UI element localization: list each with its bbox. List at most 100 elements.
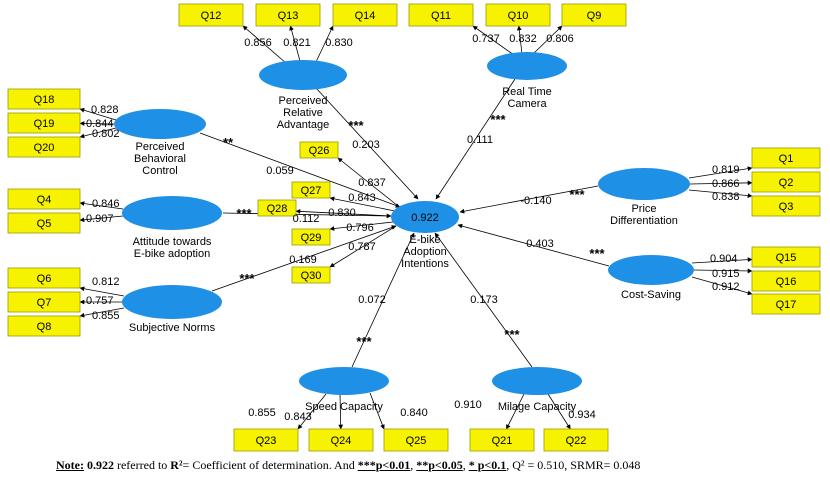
loading-value-q30: 0.787: [348, 241, 376, 253]
loading-value-q23: 0.855: [248, 407, 276, 419]
loading-value-q3: 0.838: [712, 191, 740, 203]
indicator-label-q17: Q17: [776, 299, 797, 311]
path-stars-pra: ***: [348, 118, 364, 133]
indicator-box-q17: [751, 293, 821, 315]
construct-sc: [299, 367, 389, 395]
loading-value-q8: 0.855: [92, 310, 120, 322]
loading-value-q4: 0.846: [92, 198, 120, 210]
path-arrow-cs: [457, 223, 610, 267]
loading-arrow-q8: [79, 307, 125, 318]
indicator-box-q24: [308, 428, 374, 452]
indicator-box-q12: [178, 3, 244, 27]
path-coef-att: 0.112: [293, 213, 320, 225]
path-stars-att: ***: [236, 206, 252, 221]
indicator-label-q7: Q7: [37, 297, 52, 309]
indicator-box-q25: [383, 428, 449, 452]
construct-label-pra: Advantage: [277, 119, 330, 131]
note-sep1: ,: [410, 458, 414, 472]
loading-arrow-q5: [79, 215, 124, 223]
indicator-label-q16: Q16: [776, 276, 797, 288]
note-p2: **p<0.05: [416, 458, 463, 472]
loading-value-q16: 0.915: [712, 268, 740, 280]
construct-rtc: [487, 52, 567, 80]
construct-label-pra: Perceived: [279, 95, 328, 107]
loading-arrow-q30: [329, 225, 397, 268]
loading-arrow-q14: [315, 25, 334, 63]
loading-arrow-q11: [472, 25, 515, 56]
construct-label-pd: Differentiation: [610, 215, 678, 227]
note-r2-symbol: R²: [170, 458, 183, 472]
loading-value-q28: 0.830: [328, 207, 356, 219]
note-label: Note:: [56, 458, 84, 472]
loading-value-q6: 0.812: [92, 276, 120, 288]
path-coef-mc: 0.173: [470, 294, 498, 306]
indicator-box-q9: [561, 3, 627, 27]
indicator-box-q27: [291, 181, 331, 199]
indicator-label-q19: Q19: [34, 118, 55, 130]
indicator-label-q26: Q26: [309, 145, 330, 157]
construct-label-cs: Cost-Saving: [621, 289, 681, 301]
loading-arrow-q27: [329, 196, 396, 212]
loading-value-q19: 0.844: [86, 118, 114, 130]
construct-mc: [492, 367, 582, 395]
path-arrow-pbc: [199, 132, 401, 208]
indicator-label-q3: Q3: [779, 201, 794, 213]
path-stars-mc: ***: [504, 327, 520, 342]
indicator-label-q28: Q28: [267, 203, 288, 215]
path-arrow-mc: [434, 232, 533, 368]
loading-arrow-q2: [689, 180, 753, 186]
indicator-label-q2: Q2: [779, 177, 794, 189]
note-text-2: = Coefficient of determination. And: [182, 458, 355, 472]
loading-arrow-q12: [242, 25, 287, 64]
indicator-box-q29: [291, 228, 331, 246]
path-stars-cs: ***: [589, 246, 605, 261]
path-coef-sc: 0.072: [358, 294, 386, 306]
loading-arrow-q22: [547, 393, 571, 430]
path-coef-cs: 0.403: [526, 238, 554, 250]
indicator-box-q7: [7, 291, 81, 313]
path-coef-pd: -0.140: [520, 195, 551, 207]
loading-value-q9: 0.806: [546, 33, 574, 45]
indicator-box-q26: [299, 141, 339, 159]
indicator-box-q21: [469, 428, 535, 452]
indicator-label-q15: Q15: [776, 252, 797, 264]
construct-sn: [122, 285, 222, 319]
indicator-label-q5: Q5: [37, 218, 52, 230]
construct-pbc: [114, 109, 206, 139]
indicator-label-q14: Q14: [355, 10, 376, 22]
path-stars-sc: ***: [356, 334, 372, 349]
loading-value-q1: 0.819: [712, 164, 740, 176]
indicator-label-q6: Q6: [37, 273, 52, 285]
construct-pra: [259, 60, 347, 90]
loading-arrow-q16: [693, 268, 753, 274]
loading-arrow-q29: [329, 221, 394, 231]
loading-arrow-q19: [79, 121, 115, 126]
indicator-label-q9: Q9: [587, 10, 602, 22]
note-text-1: referred to: [116, 458, 168, 472]
loading-arrow-q21: [506, 393, 525, 430]
path-coef-sn: 0.169: [289, 254, 317, 266]
note-r2-value: 0.922: [86, 458, 114, 472]
construct-label-pd: Price: [631, 203, 656, 215]
construct-label-att: Attitude towards: [133, 236, 212, 248]
construct-label-sc: Speed Capacity: [305, 401, 383, 413]
indicator-label-q18: Q18: [34, 94, 55, 106]
edges-layer: [79, 25, 753, 430]
path-coef-pbc: 0.059: [266, 165, 294, 177]
loading-arrow-q25: [369, 392, 385, 430]
construct-label-ea: Intentions: [401, 258, 449, 270]
path-stars-pd: ***: [569, 187, 585, 202]
indicator-box-q11: [408, 3, 474, 27]
path-arrow-pd: [459, 185, 599, 214]
construct-label-pbc: Perceived: [136, 141, 185, 153]
loading-value-q15: 0.904: [710, 253, 738, 265]
target-r2-value: 0.922: [411, 212, 439, 224]
indicator-label-q27: Q27: [301, 185, 322, 197]
loading-arrow-q9: [532, 25, 563, 55]
loading-value-q24: 0.843: [284, 411, 312, 423]
loading-value-q14: 0.830: [325, 37, 353, 49]
indicator-label-q1: Q1: [779, 153, 794, 165]
loading-value-q10: 0.832: [509, 33, 537, 45]
note-p1: ***p<0.01: [357, 458, 411, 472]
indicator-box-q20: [7, 136, 81, 158]
